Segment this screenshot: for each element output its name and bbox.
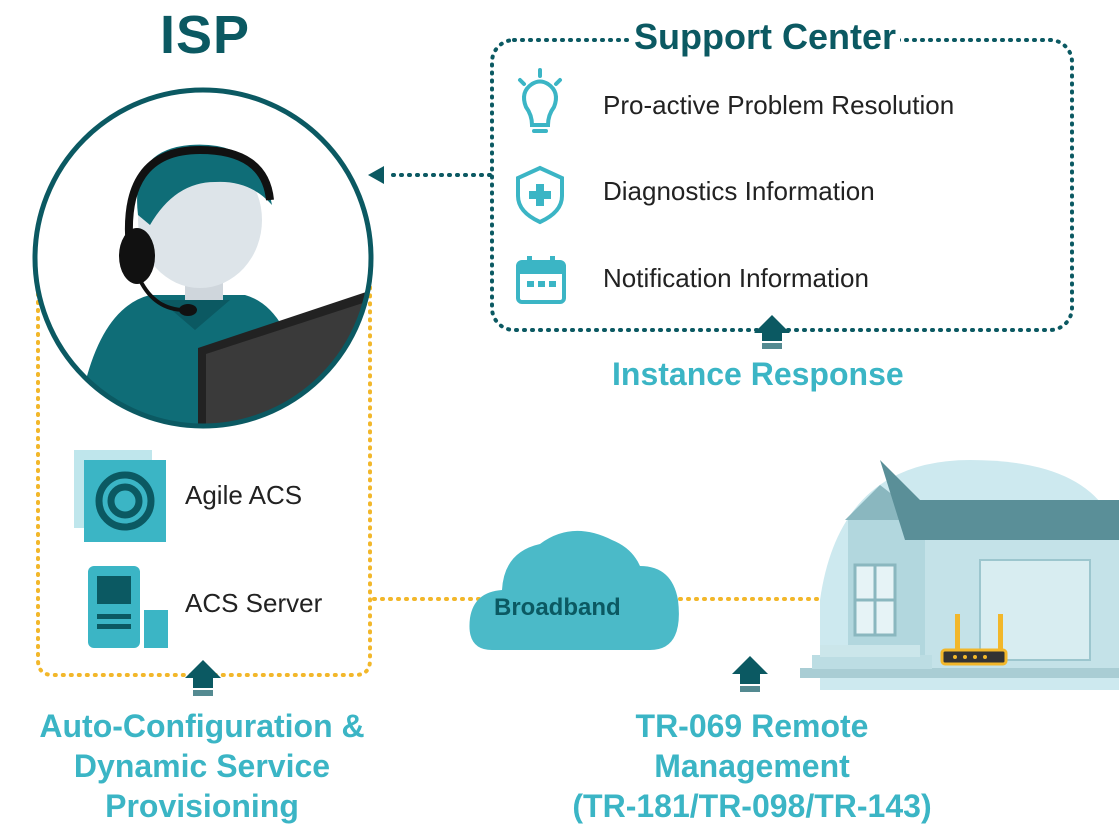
feature-label-notification: Notification Information [603,263,869,293]
feature-label-diagnostics: Diagnostics Information [603,176,875,206]
tr069-caption: TR-069 Remote Management (TR-181/TR-098/… [540,706,964,826]
broadband-label: Broadband [494,594,621,621]
caption-line: Dynamic Service [73,748,331,784]
tr069-arrow [732,656,768,692]
caption-line: Auto-Configuration & [39,708,365,744]
feature-label-proactive: Pro-active Problem Resolution [603,90,955,120]
instance-response-label: Instance Response [612,356,904,392]
auto-config-arrow [185,660,221,696]
operator-illustration [35,90,371,426]
shield-plus-icon [516,165,564,225]
instance-response-arrow [754,315,790,349]
isp-title: ISP [160,5,251,65]
broadband-cloud [469,530,679,650]
operator-circle [32,87,374,429]
agile-acs-label: Agile ACS [185,480,303,510]
acs-server-icon [88,566,168,648]
caption-line: (TR-181/TR-098/TR-143) [572,788,932,824]
caption-line: Management [654,748,850,784]
auto-configuration-caption: Auto-Configuration & Dynamic Service Pro… [0,706,404,826]
support-center-title: Support Center [630,16,901,58]
caption-line: TR-069 Remote [635,708,869,744]
lightbulb-icon [518,68,562,133]
calendar-icon [516,256,566,304]
acs-server-label: ACS Server [185,588,323,618]
support-to-isp-arrowhead [368,166,384,184]
caption-line: Provisioning [105,788,299,824]
agile-acs-icon [74,450,166,542]
home-illustration [800,460,1119,690]
isp-boundary [36,268,372,677]
